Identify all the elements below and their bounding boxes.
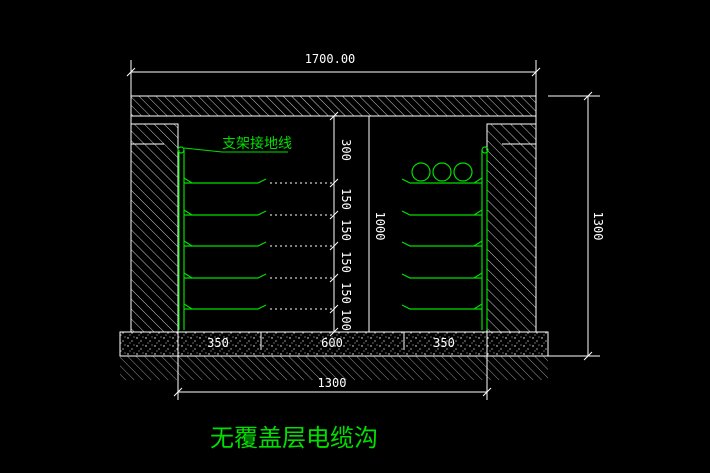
soil-base <box>120 356 548 380</box>
bracket-ground-leader <box>183 147 288 153</box>
total-height-label: 1300 <box>591 212 605 241</box>
right-arm-1 <box>401 210 482 216</box>
left-cable-bracket <box>177 146 185 330</box>
floor-segment-middle: 600 <box>321 336 343 350</box>
left-arm-brace-0 <box>183 177 193 184</box>
left-arm-brace-2 <box>183 240 193 247</box>
right-cable-bracket <box>481 146 489 330</box>
right-arm-brace-4 <box>473 303 483 310</box>
left-arm-1 <box>184 210 267 216</box>
floor-segment-left: 350 <box>207 336 229 350</box>
bottom-width-dimension <box>173 368 492 400</box>
floor-slab <box>119 331 549 357</box>
left-arm-brace-4 <box>183 303 193 310</box>
right-arm-4 <box>401 304 482 310</box>
right-arm-brace-1 <box>473 209 483 216</box>
drawing-title: 无覆盖层电缆沟 <box>210 424 378 452</box>
shelf-spacing-2: 150 <box>339 219 353 241</box>
shelf-spacing-0: 300 <box>339 139 353 161</box>
right-bracket-arms <box>401 177 483 310</box>
left-arm-brace-3 <box>183 272 193 279</box>
shelf-spacing-5: 100 <box>339 309 353 331</box>
left-arm-4 <box>184 304 267 310</box>
left-arm-brace-1 <box>183 209 193 216</box>
cables <box>411 162 473 182</box>
right-arm-0 <box>401 178 482 184</box>
top-width-label: 1700.00 <box>305 52 356 66</box>
shelf-spacing-3: 150 <box>339 251 353 273</box>
cable-2 <box>453 162 473 182</box>
left-bracket-arms <box>183 177 267 310</box>
floor-segment-right: 350 <box>433 336 455 350</box>
left-arm-3 <box>184 273 267 279</box>
shelf-spacing-4: 150 <box>339 282 353 304</box>
right-arm-2 <box>401 241 482 247</box>
right-arm-brace-2 <box>473 240 483 247</box>
top-width-dimension <box>126 60 541 96</box>
bottom-width-label: 1300 <box>318 376 347 390</box>
right-arm-brace-0 <box>473 177 483 184</box>
left-wall <box>130 123 179 333</box>
total-height-dimension <box>548 91 600 361</box>
cable-1 <box>432 162 452 182</box>
shelf-spacing-1: 150 <box>339 188 353 210</box>
bracket-ground-label: 支架接地线 <box>222 135 292 152</box>
left-arm-0 <box>184 178 267 184</box>
right-wall <box>486 123 537 333</box>
right-arm-brace-3 <box>473 272 483 279</box>
cable-0 <box>411 162 431 182</box>
inner-height-label: 1000 <box>373 212 387 241</box>
floor-segment-ticks <box>177 332 488 368</box>
shelf-spacing-chain <box>329 111 339 337</box>
left-arm-2 <box>184 241 267 247</box>
cover-slab <box>130 95 537 117</box>
right-arm-3 <box>401 273 482 279</box>
